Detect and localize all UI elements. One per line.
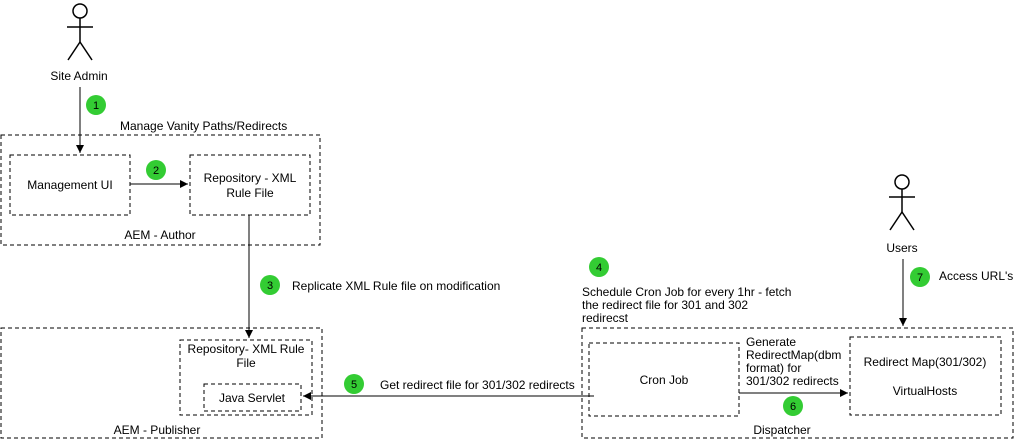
java-servlet-label: Java Servlet xyxy=(219,391,286,405)
users-label: Users xyxy=(886,241,917,255)
svg-text:format) for: format) for xyxy=(746,361,801,375)
users-person-icon xyxy=(889,174,915,231)
svg-text:6: 6 xyxy=(790,401,796,413)
get-redirect-label: Get redirect file for 301/302 redirects xyxy=(380,378,575,392)
access-urls-label: Access URL's xyxy=(939,269,1013,283)
svg-text:Schedule Cron Job for every 1h: Schedule Cron Job for every 1hr - fetch xyxy=(582,285,791,299)
svg-text:1: 1 xyxy=(93,100,99,112)
step-badge-7: 7 xyxy=(910,267,930,287)
redirect-map-node: Redirect Map(301/302) VirtualHosts xyxy=(849,336,1002,416)
svg-text:5: 5 xyxy=(351,379,357,391)
aem-author-label: AEM - Author xyxy=(124,228,195,242)
svg-text:3: 3 xyxy=(267,280,273,292)
svg-text:the redirect file for 301 and: the redirect file for 301 and 302 xyxy=(582,298,748,312)
management-ui-label: Management UI xyxy=(27,178,112,192)
java-servlet-node: Java Servlet xyxy=(203,383,302,412)
connectors xyxy=(76,87,907,400)
generate-redirect-map-label: Generate RedirectMap(dbm format) for 301… xyxy=(746,335,841,388)
author-repository-label-line2: Rule File xyxy=(226,186,274,200)
redirect-map-label-line2: VirtualHosts xyxy=(893,384,957,398)
step-badge-2: 2 xyxy=(146,160,166,180)
svg-text:redirecst: redirecst xyxy=(582,311,629,325)
author-repository-label-line1: Repository - XML xyxy=(204,171,297,185)
publisher-repository-label-line1: Repository- XML Rule xyxy=(188,342,305,356)
users-actor: Users xyxy=(886,174,918,255)
publisher-repository-label-line2: File xyxy=(236,356,256,370)
author-repository-node: Repository - XML Rule File xyxy=(189,154,311,216)
site-admin-label: Site Admin xyxy=(50,69,107,83)
svg-text:RedirectMap(dbm: RedirectMap(dbm xyxy=(746,348,841,362)
redirect-map-label-line1: Redirect Map(301/302) xyxy=(864,355,987,369)
step-badge-5: 5 xyxy=(344,374,364,394)
replicate-label: Replicate XML Rule file on modification xyxy=(292,279,500,293)
svg-text:2: 2 xyxy=(153,165,159,177)
cron-job-label: Cron Job xyxy=(640,373,689,387)
step-badge-3: 3 xyxy=(260,275,280,295)
cron-job-node: Cron Job xyxy=(588,342,740,417)
step-badge-6: 6 xyxy=(783,396,803,416)
svg-text:7: 7 xyxy=(917,272,923,284)
svg-text:4: 4 xyxy=(596,262,602,274)
svg-text:301/302 redirects: 301/302 redirects xyxy=(746,374,839,388)
dispatcher-label: Dispatcher xyxy=(753,423,810,437)
management-ui-node: Management UI xyxy=(9,154,131,216)
schedule-cron-label: Schedule Cron Job for every 1hr - fetch … xyxy=(582,285,791,325)
step-badge-1: 1 xyxy=(86,95,106,115)
manage-vanity-label: Manage Vanity Paths/Redirects xyxy=(120,119,287,133)
aem-publisher-label: AEM - Publisher xyxy=(114,423,201,437)
step-badge-4: 4 xyxy=(589,257,609,277)
svg-text:Generate: Generate xyxy=(746,335,796,349)
site-admin-person-icon xyxy=(67,3,93,61)
site-admin-actor: Site Admin xyxy=(50,3,108,83)
